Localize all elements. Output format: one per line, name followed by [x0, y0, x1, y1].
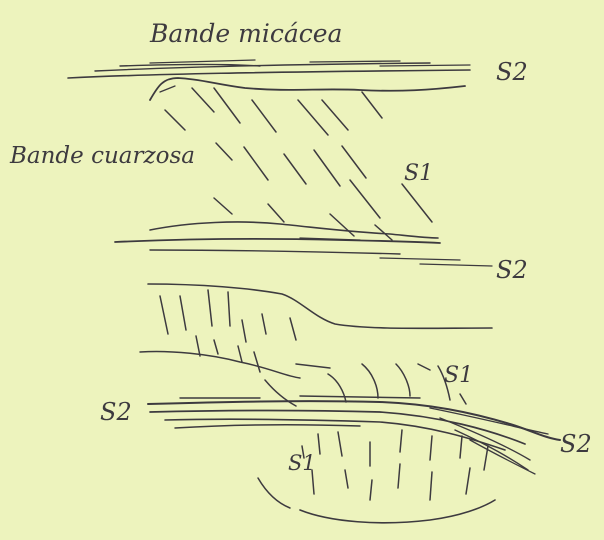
s2-middle-surface — [115, 222, 492, 266]
s2-top-label: S2 — [496, 58, 528, 86]
s2-middle-label: S2 — [496, 256, 528, 284]
top-band-label: Bande micácea — [149, 19, 342, 48]
s1-middle-cleavage — [160, 290, 466, 404]
s1-upper-cleavage — [165, 88, 432, 240]
middle-band-label: Bande cuarzosa — [9, 143, 195, 169]
s2-top-surface — [68, 60, 470, 100]
s1-lower-cleavage — [302, 430, 488, 500]
s2-left-label: S2 — [100, 398, 132, 426]
s1-middle-label: S1 — [444, 363, 473, 388]
s2-lower-shear-zone — [148, 396, 560, 474]
s2-right-label: S2 — [560, 430, 592, 458]
lower-band-boundaries — [140, 284, 492, 406]
s1-upper-label: S1 — [404, 161, 433, 186]
s1-lower-label: S1 — [288, 451, 316, 475]
lower-lens — [258, 478, 495, 523]
